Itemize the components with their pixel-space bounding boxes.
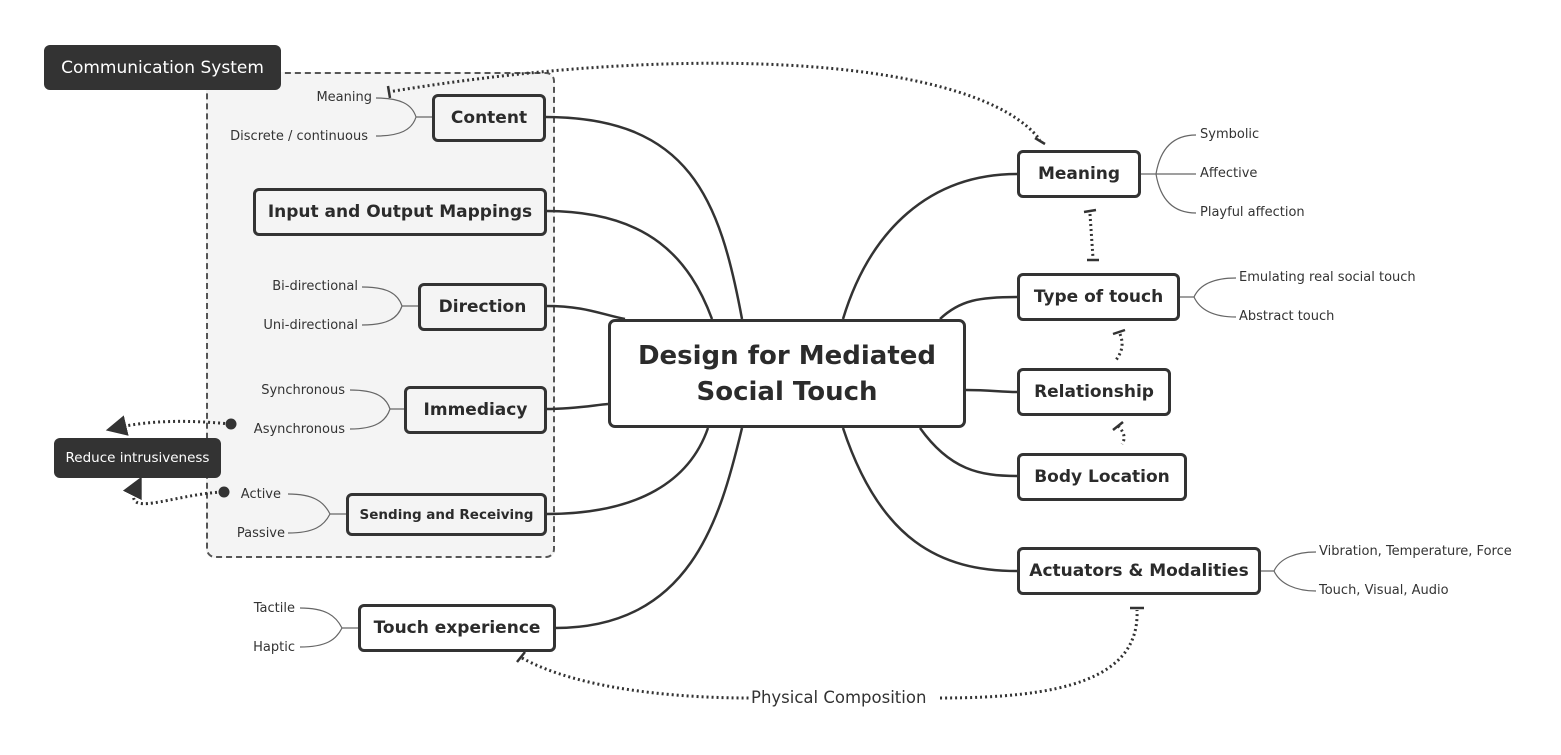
sending-receiving-leaf-passive[interactable]: Passive bbox=[236, 526, 285, 541]
touch-experience-leaf-tactile[interactable]: Tactile bbox=[253, 601, 295, 616]
connector-direction bbox=[545, 304, 626, 321]
relationship-label: Relationship bbox=[1034, 382, 1154, 402]
content-leaf-discrete-continuous[interactable]: Discrete / continuous bbox=[230, 129, 368, 144]
connector-sending-receiving bbox=[545, 427, 710, 516]
connector-actuators bbox=[841, 427, 1018, 573]
meaning-leaf-symbolic[interactable]: Symbolic bbox=[1200, 127, 1260, 142]
meaning-leaf-affective[interactable]: Affective bbox=[1200, 166, 1258, 181]
relationship-relationship-body bbox=[1116, 424, 1126, 445]
sending-receiving-node[interactable]: Sending and Receiving bbox=[346, 493, 547, 536]
type-of-touch-label: Type of touch bbox=[1033, 287, 1164, 307]
communication-system-label: Communication System bbox=[61, 57, 264, 78]
meaning-node[interactable]: Meaning bbox=[1017, 150, 1141, 198]
relationship-meaning-link bbox=[387, 61, 1042, 141]
relationship-node[interactable]: Relationship bbox=[1017, 368, 1171, 416]
immediacy-leaf-synchronous[interactable]: Synchronous bbox=[261, 383, 345, 398]
active-anchor-dot bbox=[218, 486, 230, 498]
relationship-lines bbox=[105, 61, 1139, 700]
sending-receiving-leaf-active[interactable]: Active bbox=[240, 487, 281, 502]
reduce-intrusiveness-topic[interactable]: Reduce intrusiveness bbox=[54, 438, 221, 478]
direction-label: Direction bbox=[438, 297, 527, 317]
relationship-async-reduce bbox=[105, 415, 231, 436]
content-leaf-meaning[interactable]: Meaning bbox=[316, 90, 372, 105]
connector-immediacy bbox=[545, 402, 609, 411]
relationship-meaning-type bbox=[1088, 213, 1095, 259]
actuators-leaf-touch-visual-audio[interactable]: Touch, Visual, Audio bbox=[1319, 583, 1449, 598]
body-location-label: Body Location bbox=[1034, 467, 1170, 487]
communication-system-topic[interactable]: Communication System bbox=[44, 45, 281, 90]
content-node[interactable]: Content bbox=[432, 94, 546, 142]
actuators-leaf-vibration-temperature-force[interactable]: Vibration, Temperature, Force bbox=[1319, 544, 1512, 559]
actuators-modalities-label: Actuators & Modalities bbox=[1029, 561, 1249, 581]
connector-type-of-touch bbox=[939, 295, 1018, 320]
connector-input-output bbox=[545, 209, 714, 320]
connector-body-location bbox=[918, 427, 1018, 478]
connector-relationship bbox=[965, 388, 1018, 394]
relationship-physical-composition bbox=[521, 609, 1139, 700]
leaf-connectors bbox=[287, 97, 1317, 648]
content-label: Content bbox=[450, 108, 528, 128]
relationship-type-relationship bbox=[1114, 333, 1124, 361]
reduce-intrusiveness-label: Reduce intrusiveness bbox=[65, 450, 210, 466]
connector-touch-experience bbox=[554, 427, 744, 630]
touch-experience-node[interactable]: Touch experience bbox=[358, 604, 556, 652]
connector-meaning bbox=[841, 172, 1018, 320]
physical-composition-label[interactable]: Physical Composition bbox=[749, 688, 929, 708]
touch-experience-leaf-haptic[interactable]: Haptic bbox=[253, 640, 295, 655]
type-of-touch-leaf-emulating[interactable]: Emulating real social touch bbox=[1239, 270, 1416, 285]
central-topic[interactable]: Design for Mediated Social Touch bbox=[608, 319, 966, 428]
body-location-node[interactable]: Body Location bbox=[1017, 453, 1187, 501]
meaning-label: Meaning bbox=[1037, 164, 1121, 184]
immediacy-leaf-asynchronous[interactable]: Asynchronous bbox=[253, 422, 345, 437]
type-of-touch-leaf-abstract[interactable]: Abstract touch bbox=[1239, 309, 1335, 324]
input-output-mappings-label: Input and Output Mappings bbox=[267, 202, 533, 222]
immediacy-label: Immediacy bbox=[423, 400, 528, 420]
direction-node[interactable]: Direction bbox=[418, 283, 547, 331]
type-of-touch-node[interactable]: Type of touch bbox=[1017, 273, 1180, 321]
input-output-mappings-node[interactable]: Input and Output Mappings bbox=[253, 188, 547, 236]
meaning-leaf-playful-affection[interactable]: Playful affection bbox=[1200, 205, 1305, 220]
central-topic-line1: Design for Mediated bbox=[637, 340, 937, 371]
touch-experience-label: Touch experience bbox=[373, 618, 541, 638]
direction-leaf-bi-directional[interactable]: Bi-directional bbox=[272, 279, 358, 294]
immediacy-node[interactable]: Immediacy bbox=[404, 386, 547, 434]
direction-leaf-uni-directional[interactable]: Uni-directional bbox=[263, 318, 358, 333]
sending-receiving-label: Sending and Receiving bbox=[359, 506, 534, 523]
relationship-active-reduce bbox=[122, 476, 223, 506]
central-topic-line2: Social Touch bbox=[696, 376, 878, 407]
relationship-caps bbox=[386, 85, 1144, 663]
async-anchor-dot bbox=[225, 418, 237, 430]
connector-content bbox=[544, 115, 744, 320]
actuators-modalities-node[interactable]: Actuators & Modalities bbox=[1017, 547, 1261, 595]
